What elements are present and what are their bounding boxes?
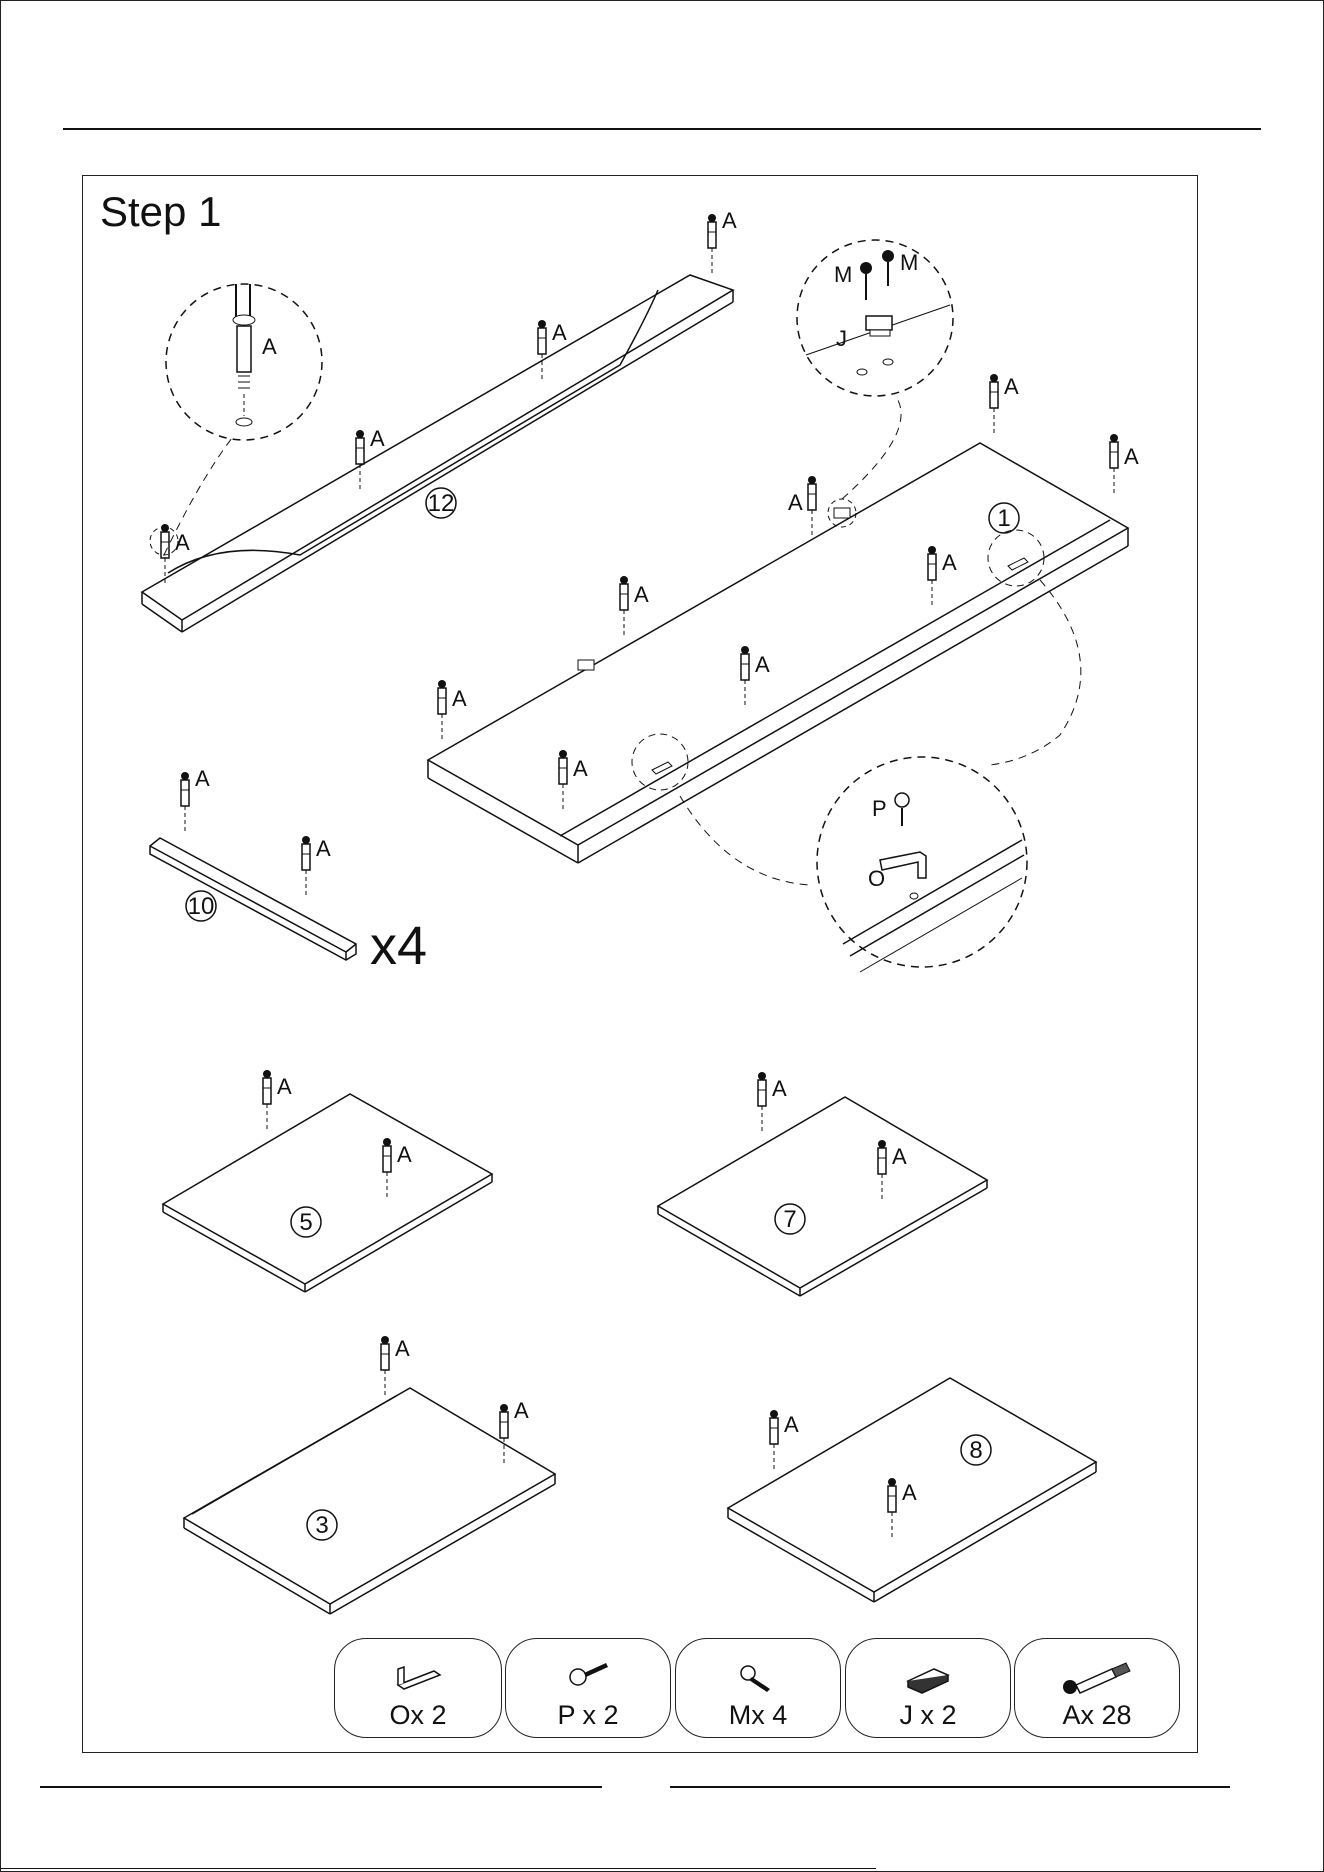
label-a: A <box>788 490 803 515</box>
label-a: A <box>277 1074 292 1099</box>
label-a: A <box>262 334 277 359</box>
cam-bolt <box>181 772 189 832</box>
cam-bolt <box>1110 434 1118 494</box>
label-a: A <box>397 1142 412 1167</box>
label-m: M <box>834 262 852 287</box>
cam-bolt <box>381 1336 389 1396</box>
hardware-item-o: Ox 2 <box>334 1638 502 1738</box>
panel-5 <box>163 1094 492 1292</box>
magnet-catch <box>834 508 850 518</box>
hardware-label: Mx 4 <box>676 1700 840 1731</box>
cam-bolt <box>758 1072 766 1132</box>
label-a: A <box>452 686 467 711</box>
label-a: A <box>634 582 649 607</box>
label-o: O <box>868 866 885 891</box>
magnet-catch <box>578 660 594 670</box>
label-a: A <box>370 426 385 451</box>
screw-icon <box>728 1655 788 1695</box>
label-a: A <box>514 1398 529 1423</box>
label-a: A <box>1124 444 1139 469</box>
label-a: A <box>892 1144 907 1169</box>
detail-magnet-catch <box>797 240 953 499</box>
label-a: A <box>722 208 737 233</box>
cam-bolt <box>302 836 310 896</box>
part-number-1: 1 <box>997 505 1010 532</box>
cam-bolt <box>708 214 716 274</box>
hardware-item-j: J x 2 <box>845 1638 1011 1738</box>
part-number-12: 12 <box>428 490 455 517</box>
label-p: P <box>872 796 887 821</box>
label-a: A <box>395 1336 410 1361</box>
bracket-icon <box>388 1655 448 1695</box>
screw-icon <box>558 1655 618 1695</box>
label-a: A <box>175 530 190 555</box>
part-number-10: 10 <box>188 893 215 920</box>
cam-bolt <box>620 576 628 636</box>
label-a: A <box>573 756 588 781</box>
hardware-item-m: Mx 4 <box>675 1638 841 1738</box>
label-a: A <box>755 652 770 677</box>
cam-bolt-icon <box>1052 1655 1142 1699</box>
cam-bolt <box>770 1410 778 1470</box>
label-a: A <box>1004 374 1019 399</box>
cam-bolt <box>808 476 816 536</box>
panel-7 <box>658 1097 987 1296</box>
hardware-label: J x 2 <box>846 1700 1010 1731</box>
label-m: M <box>900 250 918 275</box>
hardware-label: Ox 2 <box>335 1700 501 1731</box>
label-a: A <box>942 550 957 575</box>
cam-bolt <box>990 374 998 434</box>
part-number-3: 3 <box>315 1512 328 1539</box>
hardware-item-p: P x 2 <box>505 1638 671 1738</box>
hardware-item-a: Ax 28 <box>1014 1638 1180 1738</box>
magnet-catch-icon <box>898 1655 958 1695</box>
panel-1 <box>428 443 1128 863</box>
part-number-5: 5 <box>299 1209 312 1236</box>
cam-bolt <box>263 1070 271 1130</box>
multiplier-label: x4 <box>370 916 427 976</box>
part-number-8: 8 <box>969 1437 982 1464</box>
hardware-label: P x 2 <box>506 1700 670 1731</box>
label-a: A <box>195 766 210 791</box>
label-j: J <box>836 326 847 351</box>
label-a: A <box>772 1076 787 1101</box>
label-a: A <box>902 1480 917 1505</box>
hardware-label: Ax 28 <box>1015 1700 1179 1731</box>
cam-bolt <box>438 680 446 740</box>
label-a: A <box>784 1412 799 1437</box>
label-a: A <box>552 320 567 345</box>
label-a: A <box>316 836 331 861</box>
part-number-7: 7 <box>783 1206 796 1233</box>
